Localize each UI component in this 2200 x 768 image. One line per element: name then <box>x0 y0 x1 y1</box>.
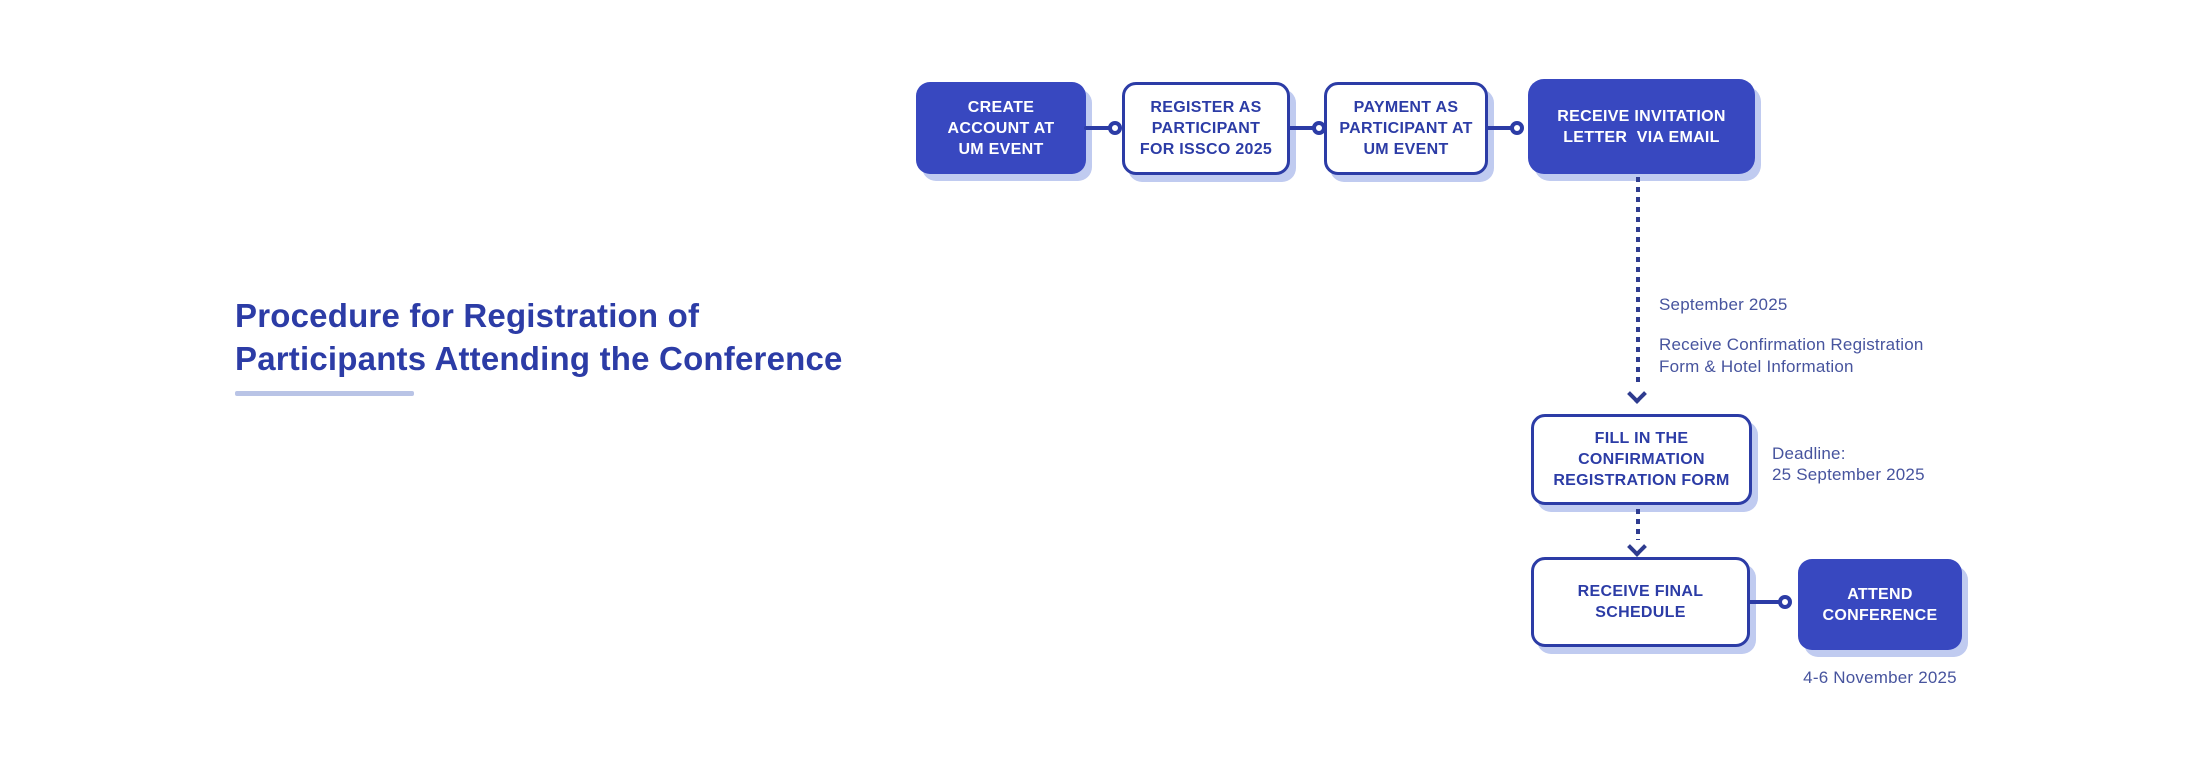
flow-step-payment: PAYMENT AS PARTICIPANT AT UM EVENT <box>1324 82 1488 175</box>
dotted-connector <box>1636 509 1640 540</box>
connector-line <box>1748 600 1780 604</box>
page-title-line2: Participants Attending the Conference <box>235 340 843 377</box>
page-title: Procedure for Registration of Participant… <box>235 294 843 380</box>
flow-step-attend-conference: ATTEND CONFERENCE <box>1798 559 1962 650</box>
title-underline <box>235 391 414 396</box>
dotted-connector <box>1636 177 1640 385</box>
connector-line <box>1084 126 1112 130</box>
connector-node-icon <box>1510 121 1524 135</box>
note-deadline: Deadline: 25 September 2025 <box>1772 444 1925 484</box>
flow-step-confirmation-form: FILL IN THE CONFIRMATION REGISTRATION FO… <box>1531 414 1752 505</box>
arrowhead-down-icon <box>1627 384 1647 404</box>
flow-step-create-account: CREATE ACCOUNT AT UM EVENT <box>916 82 1086 174</box>
note-september-2025: September 2025 <box>1659 295 1788 314</box>
flow-step-invitation-letter: RECEIVE INVITATION LETTER VIA EMAIL <box>1528 79 1755 174</box>
connector-node-icon <box>1108 121 1122 135</box>
connector-line <box>1486 126 1514 130</box>
connector-node-icon <box>1778 595 1792 609</box>
note-conference-dates: 4-6 November 2025 <box>1803 668 1957 687</box>
flow-step-final-schedule: RECEIVE FINAL SCHEDULE <box>1531 557 1750 647</box>
flow-step-register-participant: REGISTER AS PARTICIPANT FOR ISSCO 2025 <box>1122 82 1290 175</box>
connector-line <box>1288 126 1316 130</box>
page-title-line1: Procedure for Registration of <box>235 297 700 334</box>
note-confirmation-info: Receive Confirmation Registration Form &… <box>1659 335 1924 376</box>
arrowhead-down-icon <box>1627 537 1647 557</box>
